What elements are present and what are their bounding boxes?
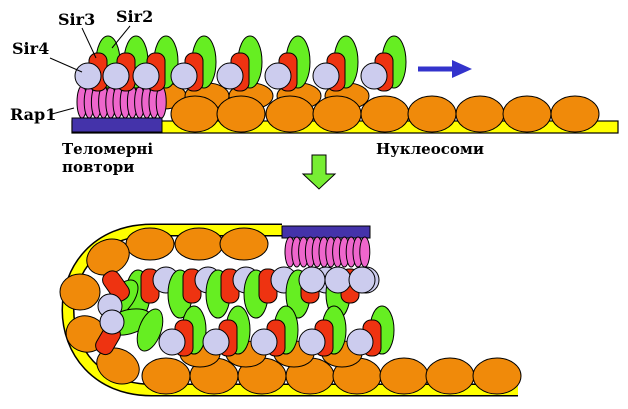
sir4-protein [360,62,388,90]
sir4-protein [324,266,352,294]
sir-complex [360,35,407,92]
nucleosome [425,357,475,395]
nucleosome [96,347,140,385]
sir3-protein [102,270,130,302]
nucleosome [379,357,429,395]
sir2-protein [136,308,164,352]
sir4-protein [216,62,244,90]
arrow-right-icon [418,60,472,78]
sir4-protein [99,309,125,335]
nucleosome [265,95,315,133]
nucleosome [59,273,101,311]
nucleosome [170,95,220,133]
sir-complex [216,35,263,92]
nucleosome-loop [59,227,522,395]
bottom-panel [59,223,522,397]
sir-complex-row [74,35,407,92]
nucleosome [216,95,266,133]
sir-complex [170,35,217,92]
rap1-leader [51,107,75,115]
sir4-protein [298,328,326,356]
rap1-protein [359,236,371,268]
sir2-label: Sir2 [116,7,153,26]
nucleosome [219,227,269,261]
sir4-protein [348,266,376,294]
telomeric-repeats-label-line2: повтори [62,158,134,176]
telomeric-repeats-bar [71,117,163,133]
nucleosome [125,227,175,261]
telomeric-repeats-label-line1: Теломерні [62,140,153,158]
sir-complex [312,35,359,92]
sir4-protein [74,62,102,90]
sir4-protein [312,62,340,90]
sir-complex [264,35,311,92]
sir4-label: Sir4 [12,39,49,58]
sir4-protein [346,328,374,356]
sir4-protein [202,328,230,356]
nucleosome [502,95,552,133]
sir4-leader [49,57,83,73]
sir4-protein [102,62,130,90]
sir4-protein [250,328,278,356]
sir-complex [158,305,207,357]
sir-complex-folded [125,266,395,357]
rap1-label: Rap1 [10,105,56,124]
sir3-label: Sir3 [58,10,95,29]
nucleosome [550,95,600,133]
nucleosome [312,95,362,133]
sir-complex [298,305,347,357]
nucleosomes-label: Нуклеосоми [376,140,484,158]
sir-complex [346,305,395,357]
sir2-leader [111,25,131,49]
sir-complex-bend [95,270,164,356]
sir-complex [250,305,299,357]
sir4-protein [132,62,160,90]
top-panel: Sir4 Sir3 Sir2 Rap1 Теломерні повтори Ну… [10,7,619,176]
sir4-protein [170,62,198,90]
sir-complex [74,35,121,92]
sir-complex [202,305,251,357]
nucleosome [407,95,457,133]
nucleosome [174,227,224,261]
nucleosome [455,95,505,133]
arrow-down-icon [301,154,337,190]
nucleosome [472,357,522,395]
rap1-cluster-folded [284,236,371,268]
nucleosome [360,95,410,133]
telomeric-repeats-bar-folded [281,225,371,239]
sir3-leader [81,27,97,59]
sir4-protein [158,328,186,356]
sir4-protein [264,62,292,90]
sir4-protein [298,266,326,294]
nucleosome [141,357,191,395]
